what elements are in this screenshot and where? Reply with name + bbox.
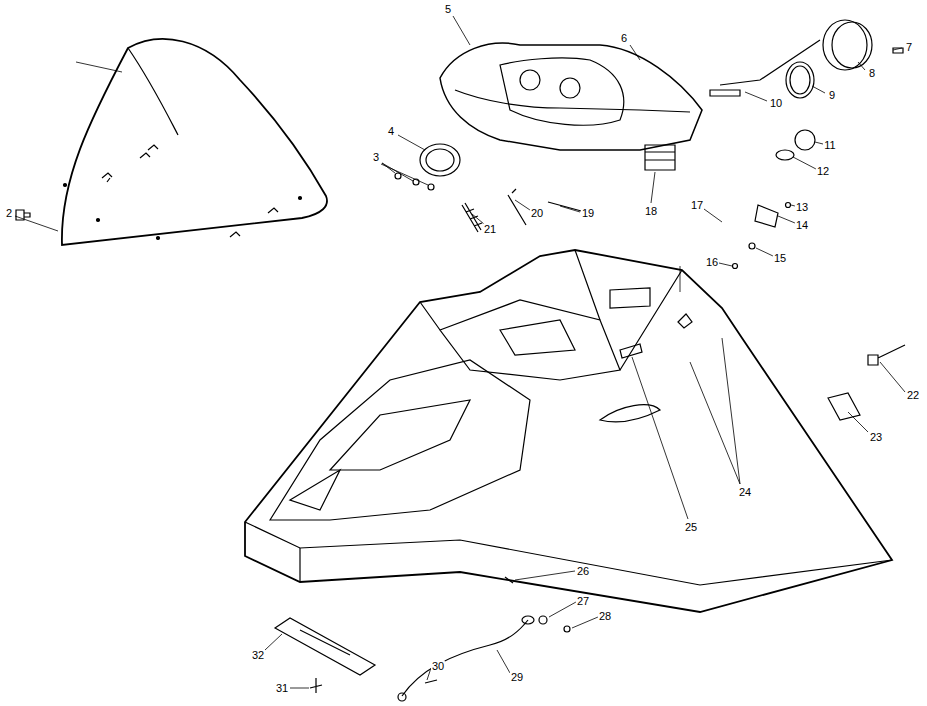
- callout-number: 3: [372, 152, 380, 163]
- callout-number: 24: [738, 487, 752, 498]
- callout-number: 23: [869, 432, 883, 443]
- callout-number: 2: [5, 208, 13, 219]
- callout-number: 17: [690, 200, 704, 211]
- callout-number: 32: [251, 650, 265, 661]
- callout-number: 28: [598, 611, 612, 622]
- callout-number: 30: [431, 661, 445, 672]
- callout-number: 9: [828, 90, 836, 101]
- callout-number: 16: [705, 257, 719, 268]
- callout-number: 15: [773, 253, 787, 264]
- callout-number: 4: [387, 126, 395, 137]
- callout-number: 22: [906, 390, 920, 401]
- callout-number: 26: [576, 566, 590, 577]
- callout-number: 14: [795, 220, 809, 231]
- callout-number: 10: [769, 98, 783, 109]
- callout-number: 25: [684, 522, 698, 533]
- callout-number: 20: [530, 208, 544, 219]
- callout-number: 8: [868, 68, 876, 79]
- callout-number: 7: [905, 42, 913, 53]
- callout-number: 6: [620, 33, 628, 44]
- callout-number: 18: [644, 206, 658, 217]
- callout-number: 31: [275, 683, 289, 694]
- callout-number: 19: [581, 208, 595, 219]
- callout-number: 12: [816, 166, 830, 177]
- callout-number: 21: [483, 224, 497, 235]
- callout-number: 5: [444, 4, 452, 15]
- callout-number: 27: [576, 596, 590, 607]
- callout-number: 11: [823, 140, 836, 151]
- callout-number: 29: [510, 672, 524, 683]
- callout-number: 13: [795, 202, 809, 213]
